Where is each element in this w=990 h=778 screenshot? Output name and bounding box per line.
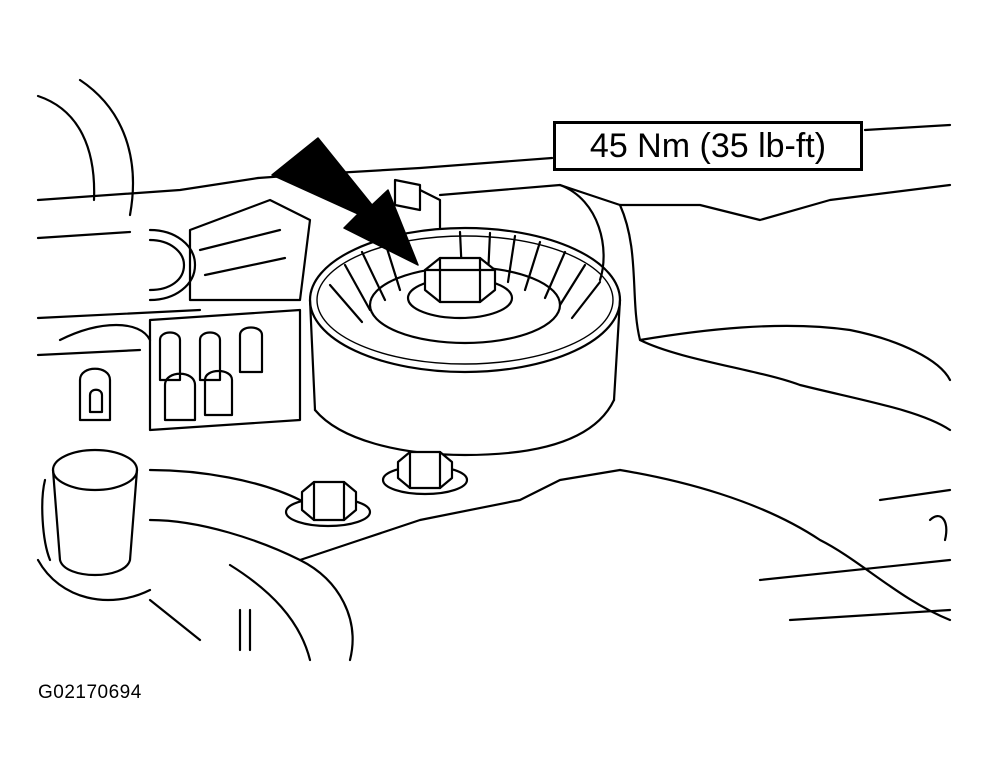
lower-bracket — [148, 468, 952, 662]
lower-bolt-right — [381, 450, 469, 496]
figure-id: G02170694 — [38, 682, 142, 703]
torque-spec-label: 45 Nm (35 lb-ft) — [553, 121, 863, 171]
engine-frame-lines — [36, 123, 952, 432]
idler-pulley — [308, 226, 622, 457]
lower-left-post — [36, 448, 152, 602]
hose-outline — [36, 78, 134, 217]
arrow-pointer-icon — [271, 137, 419, 266]
torque-spec-text: 45 Nm (35 lb-ft) — [589, 126, 827, 165]
left-assembly — [58, 198, 312, 432]
pulley-bolt — [406, 256, 514, 320]
lower-bolt-left — [284, 480, 372, 528]
upper-bracket — [393, 178, 442, 230]
